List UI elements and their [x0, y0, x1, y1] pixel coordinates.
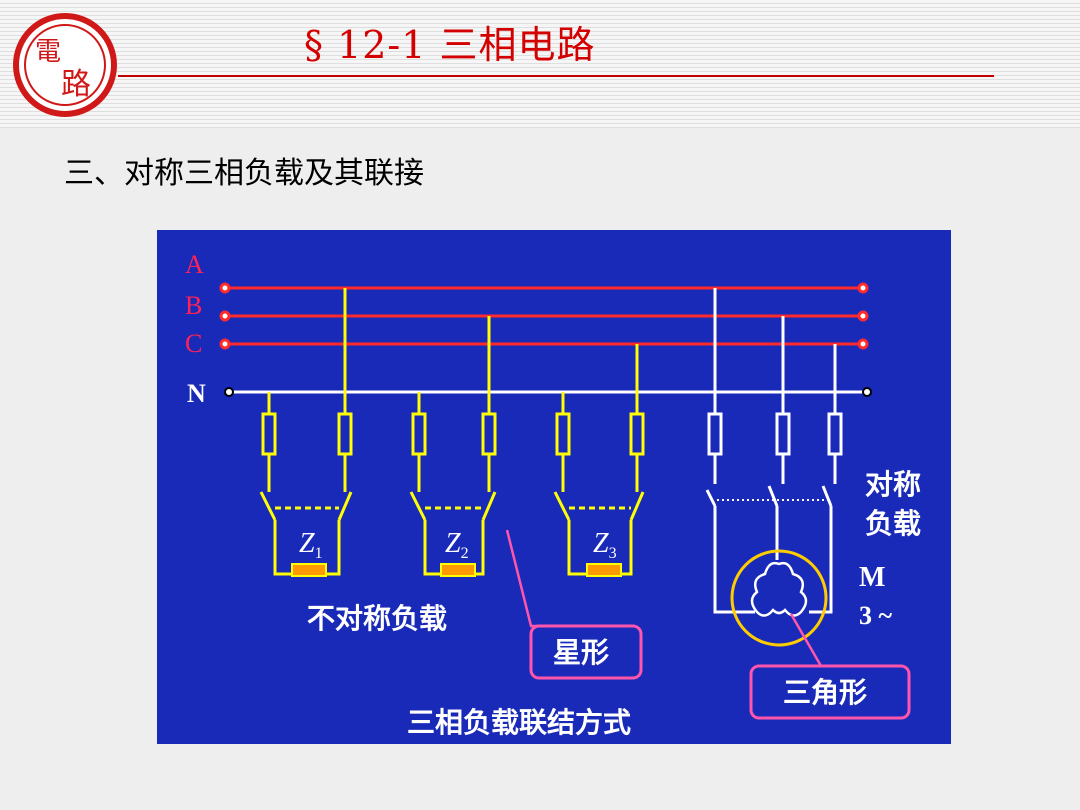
load-group-3	[553, 344, 645, 576]
star-callout-box	[529, 624, 643, 680]
load-label-3: Z3	[593, 528, 617, 562]
label-unbalanced-load: 不对称负载	[307, 602, 447, 635]
load-label-2: Z2	[445, 528, 469, 562]
load-resistor-1	[291, 563, 327, 577]
label-motor-m: M	[859, 562, 885, 593]
load-resistor-3	[586, 563, 622, 577]
motor-delta-winding	[750, 561, 808, 617]
load-group-1	[259, 288, 353, 576]
label-star: 星形	[553, 636, 609, 669]
terminal-b-right	[857, 310, 869, 322]
logo-inner-ring	[24, 24, 106, 106]
label-motor-phase: 3 ~	[859, 601, 893, 630]
label-line-a: A	[185, 250, 204, 279]
title-underline	[118, 75, 994, 77]
delta-callout-box	[749, 664, 911, 720]
load-resistor-2	[440, 563, 476, 577]
terminal-a-left	[219, 282, 231, 294]
terminal-b-left	[219, 310, 231, 322]
label-balanced-1: 对称	[865, 468, 921, 501]
label-line-n: N	[187, 379, 206, 408]
motor-branch	[705, 288, 843, 614]
terminal-n-left	[224, 387, 234, 397]
load-label-1: Z1	[299, 528, 323, 562]
logo-outer-ring	[13, 13, 117, 117]
label-delta: 三角形	[783, 676, 867, 709]
header-band	[0, 0, 1080, 128]
page-title: § 12-1 三相电路	[304, 23, 596, 67]
label-line-c: C	[185, 329, 202, 358]
logo-char-top: 電	[35, 37, 61, 67]
three-phase-load-diagram: A B C N	[157, 230, 951, 744]
diagram-caption: 三相负载联结方式	[407, 706, 631, 739]
terminal-c-right	[857, 338, 869, 350]
label-balanced-2: 负载	[865, 507, 921, 540]
label-line-b: B	[185, 291, 202, 320]
terminal-c-left	[219, 338, 231, 350]
motor-ring	[730, 549, 828, 647]
logo-char-bottom: 路	[61, 67, 91, 102]
terminal-a-right	[857, 282, 869, 294]
circuit-logo: 電 路	[13, 13, 117, 117]
section-heading: 三、对称三相负载及其联接	[64, 156, 424, 191]
terminal-n-right	[862, 387, 872, 397]
